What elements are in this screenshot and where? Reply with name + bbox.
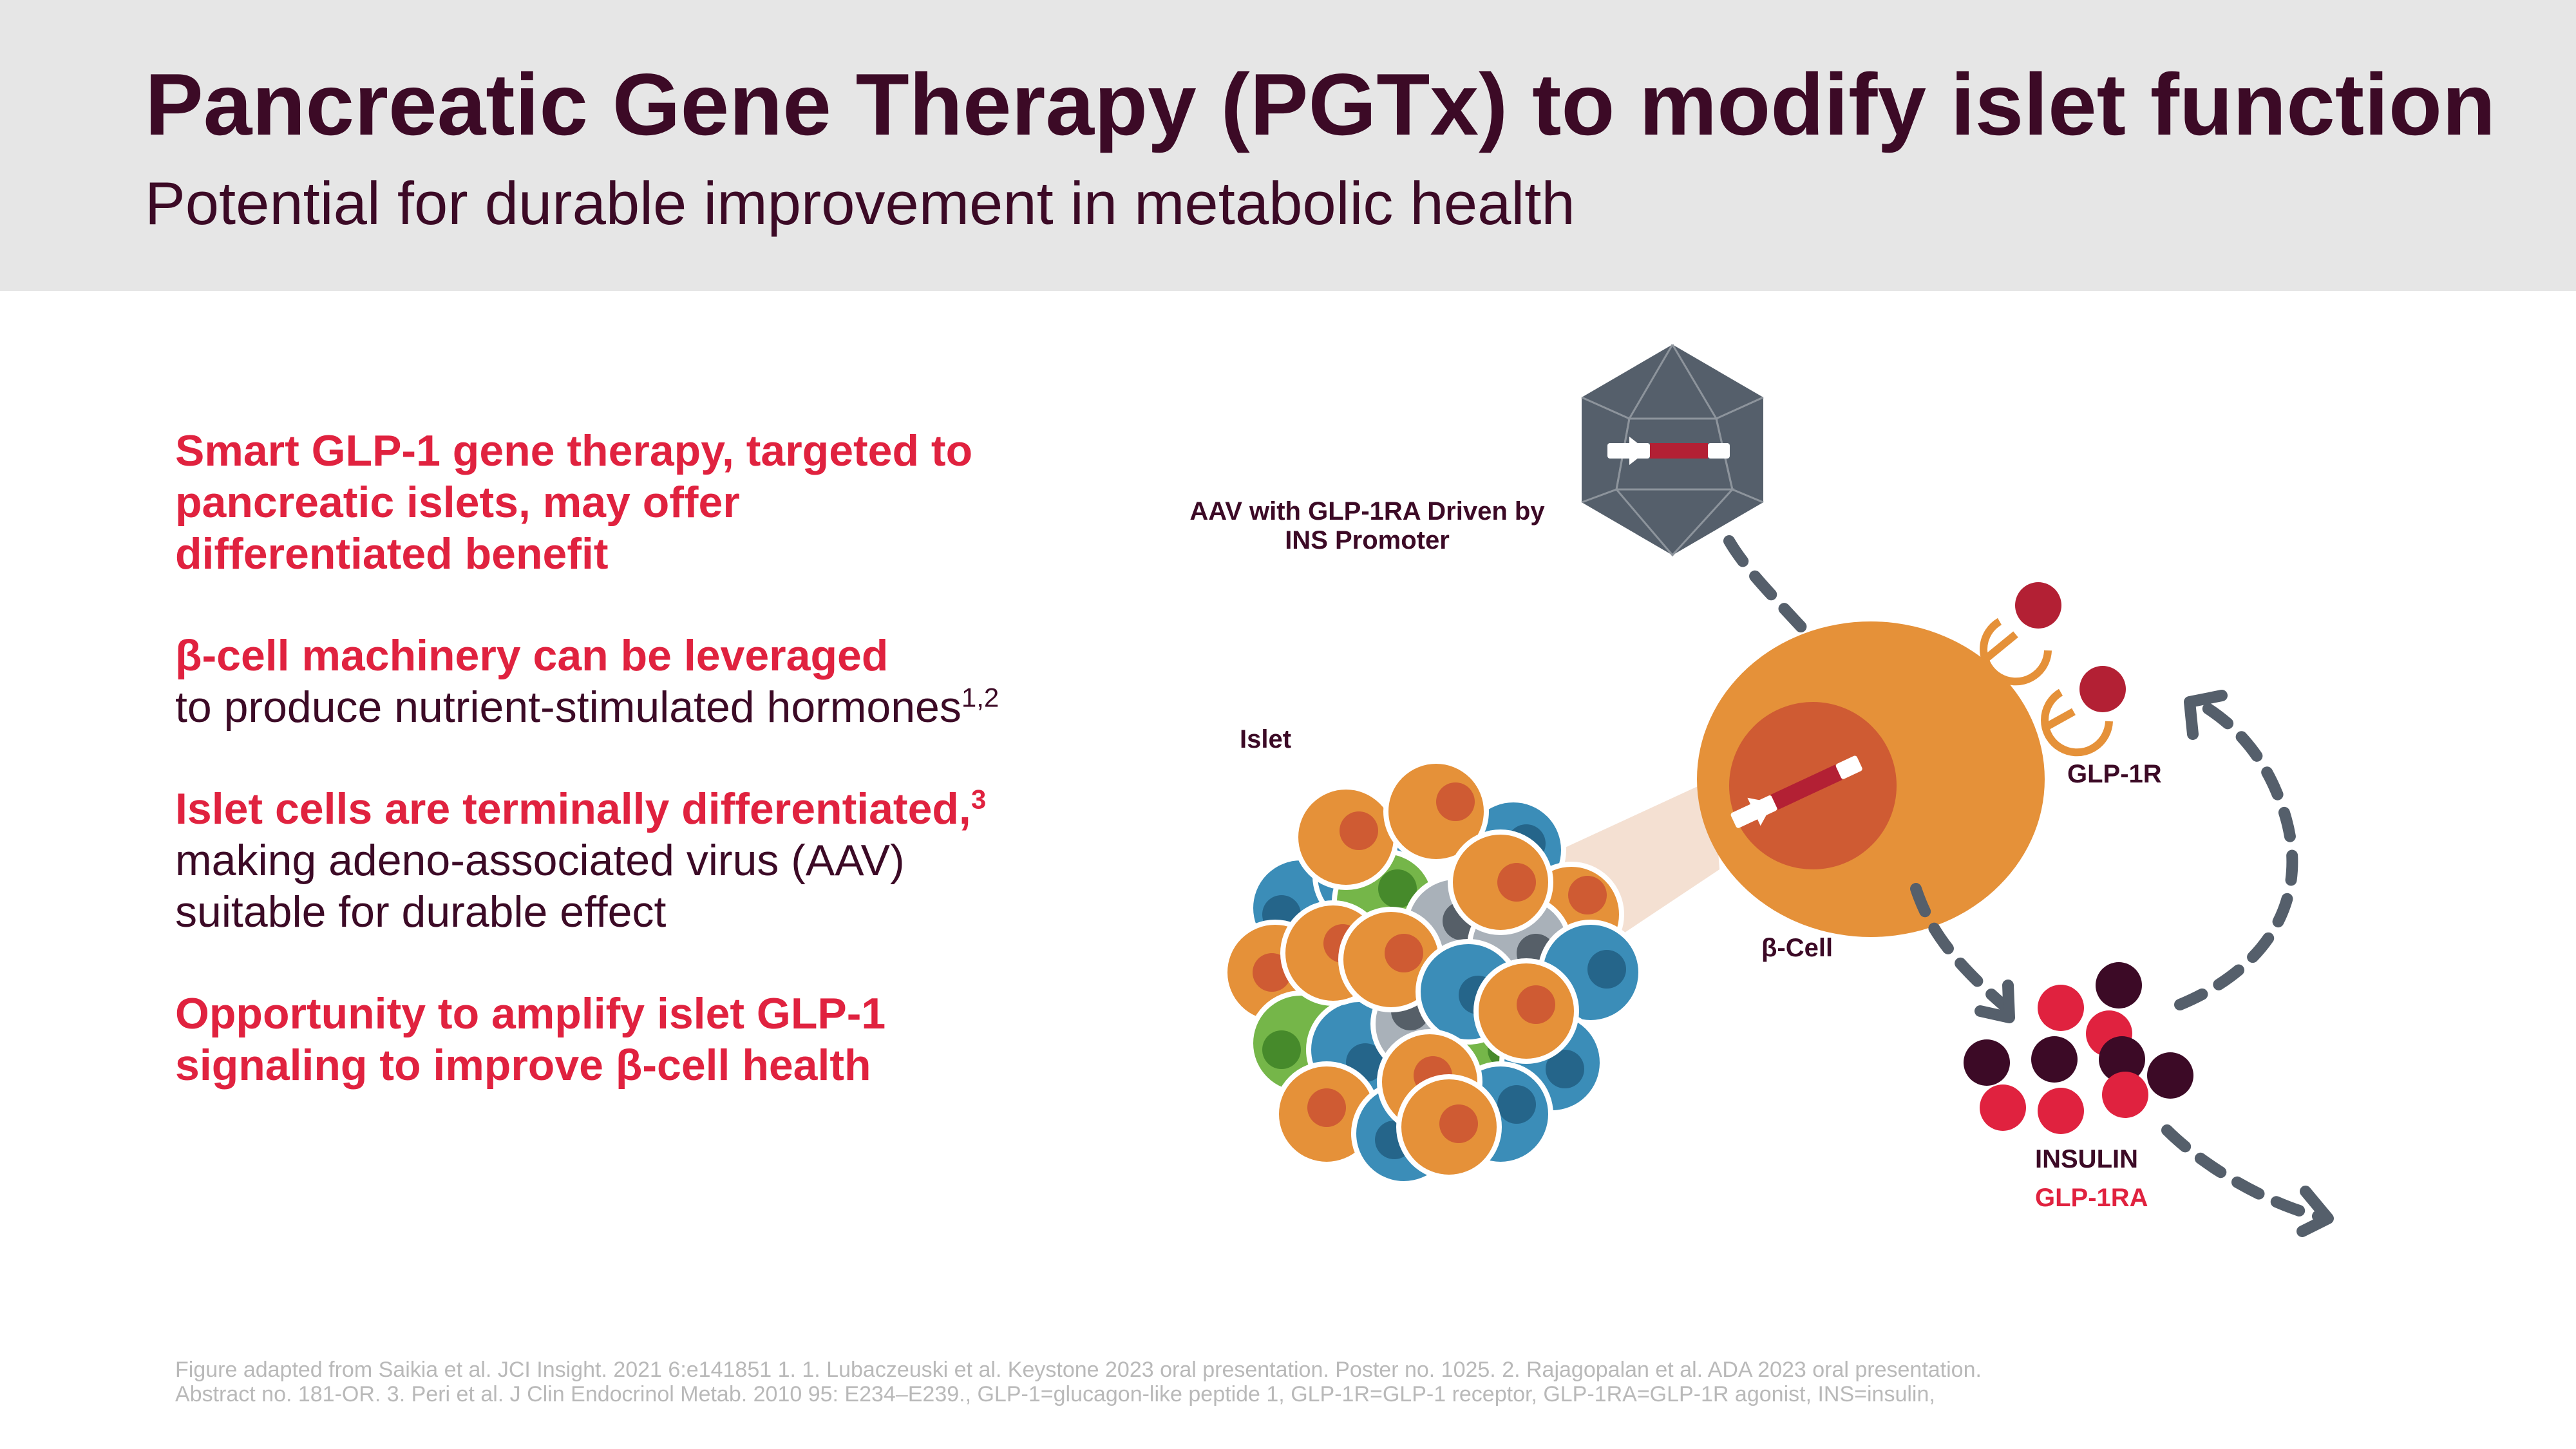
page-title: Pancreatic Gene Therapy (PGTx) to modify… — [145, 55, 2496, 153]
bullet-2: β-cell machinery can be leveraged to pro… — [175, 630, 1012, 733]
bullet-4: Opportunity to amplify islet GLP-1 signa… — [175, 988, 1012, 1091]
header-band: Pancreatic Gene Therapy (PGTx) to modify… — [0, 0, 2576, 291]
bullet-3-text: making adeno-associated virus (AAV) suit… — [175, 836, 905, 936]
islet-label: Islet — [1240, 725, 1292, 753]
aav-label: AAV with GLP-1RA Driven by INS Promoter — [1184, 497, 1551, 555]
insulin-label: INSULIN — [2035, 1145, 2138, 1173]
page-subtitle: Potential for durable improvement in met… — [145, 169, 1575, 237]
arrow-cell-to-secretion — [1910, 883, 2009, 1010]
arrow-exit — [2161, 1124, 2327, 1223]
bullet-3-citation: 3 — [971, 784, 987, 815]
bullet-3-lead: Islet cells are terminally differentiate… — [175, 784, 971, 833]
insulin-glp1ra-cluster — [1964, 962, 2193, 1134]
arrow-loop-to-receptor — [2174, 699, 2298, 1010]
bullet-2-text: to produce nutrient-stimulated hormones — [175, 683, 961, 732]
aav-label-line-2: INS Promoter — [1285, 526, 1450, 554]
bullet-2-lead: β-cell machinery can be leveraged — [175, 631, 889, 680]
footnote: Figure adapted from Saikia et al. JCI In… — [175, 1358, 1982, 1406]
aav-label-line-1: AAV with GLP-1RA Driven by — [1189, 497, 1545, 526]
bullet-1: Smart GLP-1 gene therapy, targeted to pa… — [175, 425, 1012, 580]
bullet-3: Islet cells are terminally differentiate… — [175, 783, 1012, 938]
bullet-list: Smart GLP-1 gene therapy, targeted to pa… — [175, 425, 1012, 1141]
beta-cell — [1697, 621, 2045, 937]
islet-cluster — [1222, 759, 1643, 1186]
bullet-1-lead: Smart GLP-1 gene therapy, targeted to pa… — [175, 426, 973, 578]
glp1ra-label: GLP-1RA — [2035, 1184, 2148, 1212]
aav-virus-icon — [1581, 344, 1764, 557]
beta-cell-label: β-Cell — [1761, 934, 1833, 962]
bullet-2-citation: 1,2 — [961, 682, 999, 713]
glp1r-label: GLP-1R — [2067, 760, 2162, 788]
bullet-4-lead: Opportunity to amplify islet GLP-1 signa… — [175, 989, 886, 1090]
